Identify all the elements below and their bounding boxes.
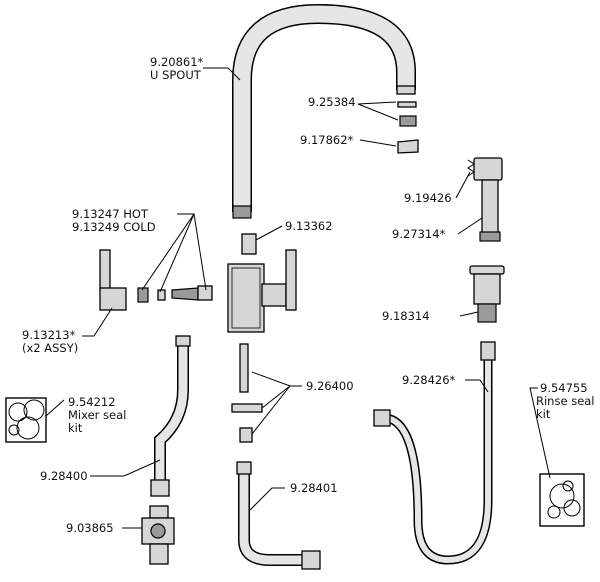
label-u-spout-code: 9.20861* <box>150 55 204 69</box>
label-54755-line2: Rinse seal <box>536 394 595 408</box>
spout-aerator-parts <box>397 101 419 154</box>
rinse-seal-kit <box>539 473 585 527</box>
mixer-body <box>227 249 297 333</box>
label-13213: 9.13213* <box>22 328 76 342</box>
label-54755-line3: kit <box>536 407 551 421</box>
label-28426: 9.28426* <box>402 373 456 387</box>
label-u-spout-name: U SPOUT <box>150 68 201 82</box>
label-54755: 9.54755 <box>540 381 588 395</box>
cartridges <box>137 285 213 303</box>
label-54212-line3: kit <box>68 421 83 435</box>
seal-parts-26400 <box>231 343 263 443</box>
label-19426: 9.19426 <box>404 191 452 205</box>
rinse-body-18314 <box>469 265 505 323</box>
left-handle <box>99 249 127 311</box>
hose-28401 <box>236 461 321 570</box>
label-54212-line2: Mixer seal <box>68 408 127 422</box>
label-28401: 9.28401 <box>290 481 338 495</box>
label-54212: 9.54212 <box>68 395 116 409</box>
connector-13362 <box>241 233 257 255</box>
label-26400: 9.26400 <box>306 379 354 393</box>
label-17862: 9.17862* <box>300 133 354 147</box>
label-25384: 9.25384 <box>308 95 356 109</box>
hose-28400 <box>150 335 191 497</box>
hose-28426 <box>373 341 496 565</box>
rinse-head <box>467 157 503 242</box>
label-13362: 9.13362 <box>285 219 333 233</box>
leader-lines <box>45 67 551 529</box>
valve-03865 <box>141 505 175 565</box>
label-03865: 9.03865 <box>66 521 114 535</box>
label-28400: 9.28400 <box>40 469 88 483</box>
label-18314: 9.18314 <box>382 309 430 323</box>
mixer-seal-kit <box>5 397 47 443</box>
label-13213-note: (x2 ASSY) <box>22 341 79 355</box>
label-13249: 9.13249 COLD <box>72 220 156 234</box>
label-27314: 9.27314* <box>392 227 446 241</box>
u-spout <box>232 3 416 219</box>
label-13247: 9.13247 HOT <box>72 207 148 221</box>
